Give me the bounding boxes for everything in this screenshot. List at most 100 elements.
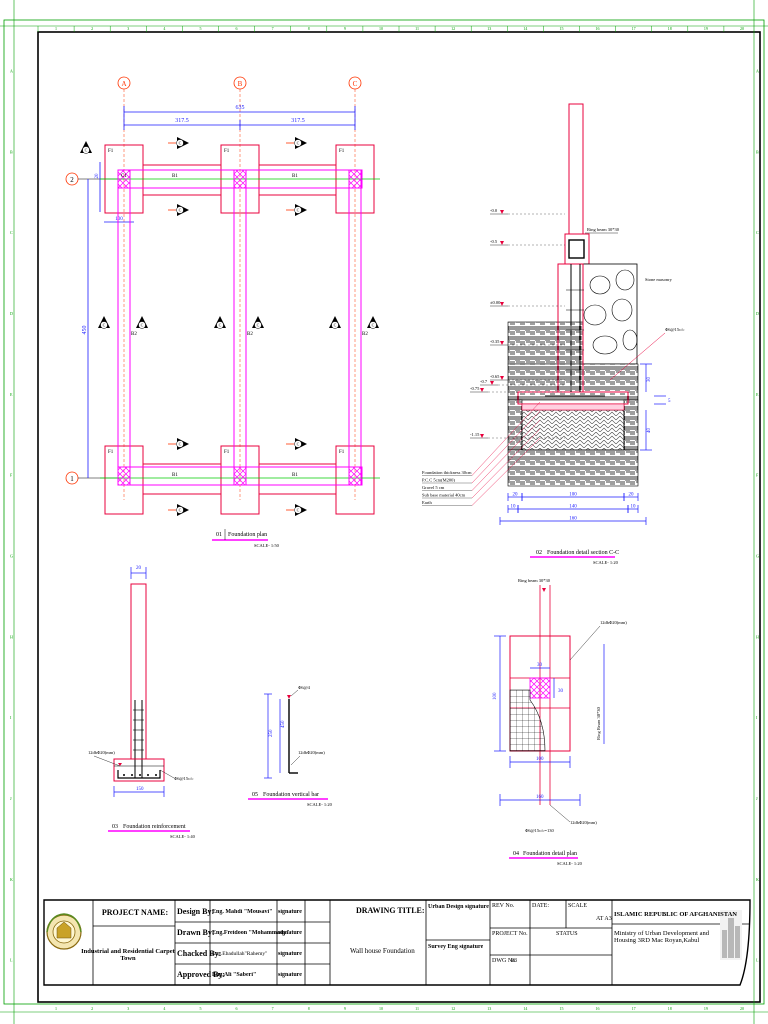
survey-signature: Survey Eng signature xyxy=(428,944,484,950)
footing-label: F1 xyxy=(108,450,114,455)
foundation-detail-plan: Ring beam 30*30 12dbΦ20(mm) 100 30 30 Ri… xyxy=(493,578,627,866)
border-ref-bottom: 13 xyxy=(487,1006,491,1011)
border-ref-right: H xyxy=(756,634,759,639)
date-label: DATE: xyxy=(532,903,549,909)
border-ref-bottom: 9 xyxy=(344,1006,346,1011)
section-levels: -0.0-0.5±0.00-0.35-0.65-0.7-0.75-1.15 xyxy=(470,208,565,439)
scale-value: AT A3 xyxy=(596,916,612,922)
section-marker: C xyxy=(286,137,307,149)
section-marker: C xyxy=(286,438,307,450)
section-dim-bottom: 100 xyxy=(569,493,577,498)
section-marker-label: C xyxy=(257,323,260,328)
section-scale: SCALE- 1:20 xyxy=(593,560,619,565)
border-ref-top: 8 xyxy=(308,26,310,31)
border-ref-top: 18 xyxy=(668,26,672,31)
reinf-title-num: 03 xyxy=(112,824,118,830)
border-ref-left: F xyxy=(10,473,13,478)
plan-scale: SCALE- 1:50 xyxy=(254,543,280,548)
sig-design: signature xyxy=(278,909,302,915)
foundation-section: -0.0-0.5±0.00-0.35-0.65-0.7-0.75-1.15 Ri… xyxy=(422,103,684,565)
border-ref-top: 2 xyxy=(91,26,93,31)
section-marker-label: C xyxy=(334,323,337,328)
vbar-dim-a: 250 xyxy=(269,729,274,737)
section-marker-label: C xyxy=(85,148,88,153)
vbar-top-label: Φ6@4 xyxy=(298,685,311,690)
role-design: Design By: xyxy=(177,908,215,916)
vbar-title-num: 05 xyxy=(252,792,258,798)
border-ref-right: D xyxy=(756,311,759,316)
section-dim-bottom: 140 xyxy=(569,505,577,510)
border-ref-bottom: 7 xyxy=(272,1006,274,1011)
section-stone-masonry: Stone masonry xyxy=(645,277,673,282)
border-ref-right: A xyxy=(756,68,759,73)
dplan-title-num: 04 xyxy=(513,851,519,857)
sig-drawn: signature xyxy=(278,930,302,936)
section-marker-label: C xyxy=(297,141,300,146)
reinf-stirrup-label: Φ6@15c/c xyxy=(174,776,193,781)
section-level-label: -0.35 xyxy=(490,339,500,344)
dplan-dim-inner-b: 30 xyxy=(558,689,564,694)
border-ref-left: C xyxy=(10,230,13,235)
reinf-scale: SCALE- 1:40 xyxy=(170,834,196,839)
dplan-rebar-top: 12dbΦ20(mm) xyxy=(600,620,627,625)
section-title: Foundation detail section C-C xyxy=(547,550,619,556)
border-reference-ticks: 1122334455667788991010111112121313141415… xyxy=(10,26,759,1011)
section-level-label: -0.75 xyxy=(470,386,480,391)
border-ref-left: A xyxy=(10,68,13,73)
beam-vert-label: B2 xyxy=(362,332,368,337)
border-ref-top: 14 xyxy=(523,26,527,31)
drawing-title: Wall house Foundation xyxy=(350,948,415,955)
section-marker: C xyxy=(168,438,189,450)
border-ref-top: 3 xyxy=(127,26,129,31)
dplan-scale: SCALE- 1:20 xyxy=(557,861,583,866)
border-ref-bottom: 15 xyxy=(559,1006,563,1011)
dplan-dim-inner: 30 xyxy=(537,663,543,668)
section-dim-bottom: 160 xyxy=(569,517,577,522)
border-ref-right: G xyxy=(756,553,759,558)
section-marker: C xyxy=(80,141,92,154)
beam-label: B1 xyxy=(292,473,298,478)
section-marker-label: C xyxy=(179,508,182,513)
section-marker: C xyxy=(329,316,341,329)
border-ref-bottom: 18 xyxy=(668,1006,672,1011)
section-marker-label: C xyxy=(219,323,222,328)
border-ref-top: 6 xyxy=(236,26,238,31)
urban-signature: Urban Design signature xyxy=(428,904,489,910)
border-ref-left: E xyxy=(10,392,13,397)
border-ref-top: 9 xyxy=(344,26,346,31)
section-marker: C xyxy=(286,504,307,516)
border-ref-top: 19 xyxy=(704,26,708,31)
border-ref-top: 17 xyxy=(632,26,636,31)
border-ref-left: L xyxy=(10,958,13,963)
section-rebar-note: Φ6@15c/c xyxy=(665,327,684,332)
vbar-dim-b: 450 xyxy=(281,720,286,728)
border-ref-bottom: 17 xyxy=(632,1006,636,1011)
afghanistan-emblem xyxy=(46,913,82,950)
beam-label: B1 xyxy=(172,473,178,478)
name-drawn: Eng.Freidoon "Mohammady" xyxy=(212,930,290,936)
grid-label-b: B xyxy=(238,80,243,88)
border-ref-bottom: 14 xyxy=(523,1006,527,1011)
section-marker-label: C xyxy=(103,323,106,328)
border-ref-top: 11 xyxy=(415,26,419,31)
section-legend-item: Sub base material 40cm xyxy=(422,493,466,498)
dplan-rebar-bottom: 12dbΦ20(mm) xyxy=(570,820,597,825)
name-checked: Eng.Ebadullah"Rahemy" xyxy=(212,951,268,957)
border-ref-top: 1 xyxy=(55,26,57,31)
border-ref-left: I xyxy=(10,715,12,720)
project-name-label: PROJECT NAME: xyxy=(101,909,169,917)
ministry-name: Ministry of Urban Development and Housin… xyxy=(614,930,709,945)
section-level-label: -0.0 xyxy=(490,208,498,213)
border-ref-bottom: 10 xyxy=(379,1006,383,1011)
border-ref-bottom: 12 xyxy=(451,1006,455,1011)
project-name: Industrial and Residential Carpet Town xyxy=(81,948,175,963)
reinf-title: Foundation reinforcement xyxy=(123,823,186,830)
name-design: Eng. Mahdi "Mousavi" xyxy=(212,909,273,915)
section-marker: C xyxy=(252,316,264,329)
sig-approved: signature xyxy=(278,972,302,978)
border-ref-right: F xyxy=(756,473,759,478)
border-ref-left: H xyxy=(10,634,13,639)
border-ref-right: B xyxy=(756,149,759,154)
dwg-no: 03 xyxy=(511,958,517,964)
